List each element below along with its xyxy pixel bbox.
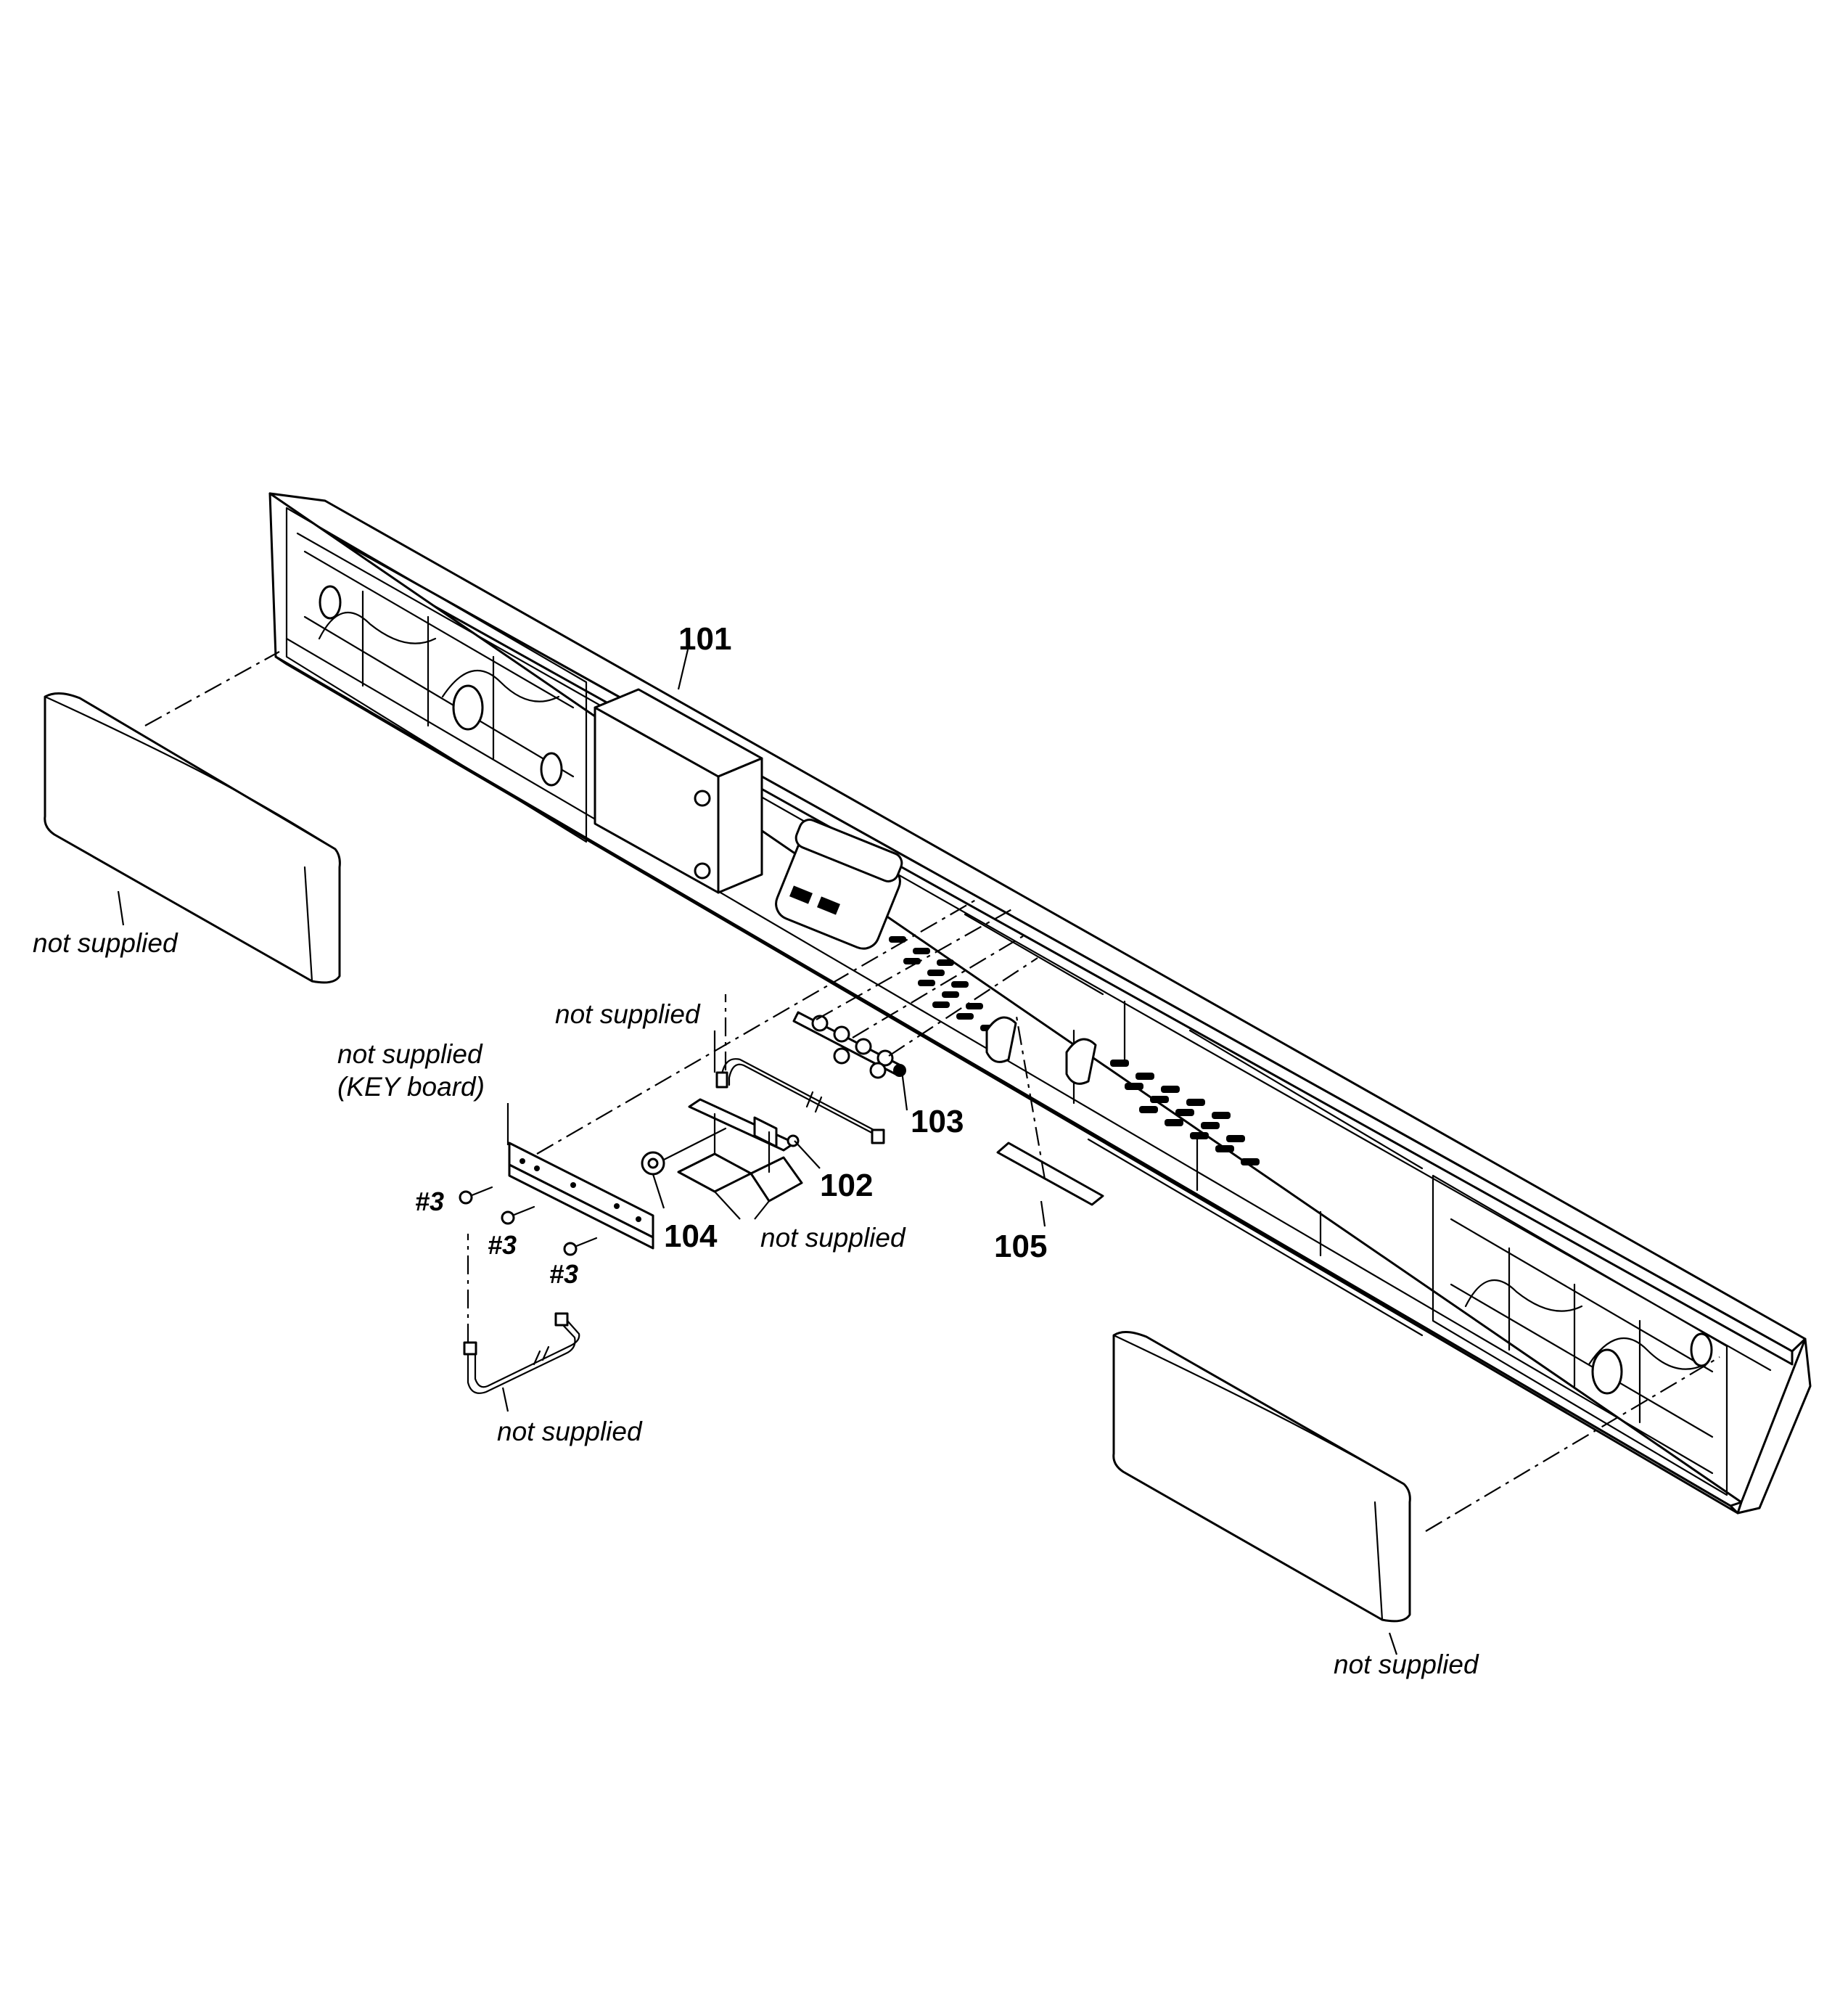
- screw-label-3: #3: [549, 1259, 578, 1289]
- note-wire-top: not supplied: [555, 999, 701, 1029]
- labels: 101 102 103 104 105 not supplied not sup…: [33, 621, 1479, 1679]
- screw-label-1: #3: [415, 1187, 444, 1216]
- vent-holes-right: [1110, 1060, 1260, 1165]
- callout-101: 101: [678, 621, 731, 657]
- note-wire-bottom: not supplied: [497, 1417, 643, 1446]
- note-grille-right: not supplied: [1334, 1650, 1479, 1679]
- part-105-strip: [996, 1142, 1104, 1206]
- assembly-lines: [144, 651, 1720, 1532]
- right-grille: [1112, 1331, 1411, 1623]
- callout-104: 104: [664, 1218, 718, 1254]
- left-grille: [44, 692, 341, 984]
- note-grille-left: not supplied: [33, 928, 178, 958]
- screw-label-2: #3: [488, 1230, 517, 1260]
- wire-harness-top: [715, 1058, 885, 1144]
- insulator-sheets: [677, 1113, 803, 1202]
- wire-harness-bottom: [463, 1312, 580, 1394]
- note-sheets: not supplied: [760, 1223, 906, 1253]
- screw-3: [563, 1237, 598, 1256]
- screw-2: [501, 1205, 535, 1225]
- part-103-switch-row: [792, 1011, 906, 1079]
- screw-1: [459, 1186, 493, 1205]
- part-102-bracket: [688, 1098, 800, 1152]
- note-key-board-line2: (KEY board): [337, 1072, 485, 1102]
- callout-103: 103: [911, 1104, 964, 1139]
- callout-105: 105: [994, 1229, 1047, 1264]
- key-board: [508, 1142, 654, 1250]
- woofer-box: [594, 688, 763, 894]
- transformer: [775, 819, 903, 950]
- callout-102: 102: [820, 1168, 873, 1203]
- cabinet-101: [268, 492, 1812, 1515]
- leader-lines: [117, 649, 1398, 1655]
- note-key-board-line1: not supplied: [337, 1039, 483, 1069]
